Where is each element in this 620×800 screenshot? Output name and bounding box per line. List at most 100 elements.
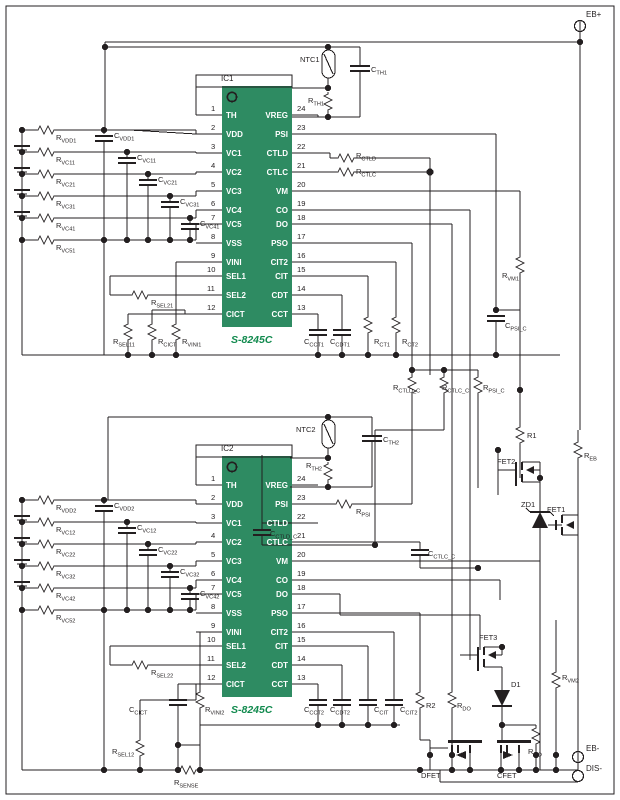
label-r-vini1: RVINI1 [182, 337, 202, 349]
ic2-pin-cdt: CDT [271, 661, 288, 670]
label-fet1: FET1 [547, 505, 566, 514]
ic1-pinnum-19: 19 [297, 199, 306, 208]
label-c-vdd2: CVDD2 [114, 501, 135, 513]
ic1-pin-psi: PSI [275, 130, 288, 139]
ic1-pinnum-18: 18 [297, 213, 306, 222]
label-c-vc42: CVC42 [200, 589, 220, 601]
ic1-pin-cict: CICT [226, 310, 245, 319]
ic2-pin-th: TH [226, 481, 237, 490]
ic2-pin-vc2: VC2 [226, 538, 242, 547]
label-c-vc22: CVC22 [158, 545, 178, 557]
ic2-pinnum-2: 2 [211, 493, 216, 502]
ic2-pinnum-22: 22 [297, 512, 306, 521]
label-c-cdt1: CCDT1 [330, 337, 351, 349]
ic1-pinnum-13: 13 [297, 303, 306, 312]
ic1-pinnum-16: 16 [297, 251, 306, 260]
ic1-pin-vss: VSS [226, 239, 243, 248]
ic1-pin-vc3: VC3 [226, 187, 242, 196]
label-r-ct1: RCT1 [374, 337, 390, 349]
label-r-sense: RSENSE [174, 778, 199, 790]
label-c-cct2: CCCT2 [304, 705, 325, 717]
ic2-pinnum-1: 1 [211, 474, 216, 483]
label-r-sel12: RSEL12 [112, 747, 135, 759]
label-c-ctld-c: CCTLD_C [270, 529, 298, 541]
ic1-pin-ctlc: CTLC [266, 168, 288, 177]
label-c-vc31: CVC31 [180, 197, 200, 209]
ic2-pinnum-3: 3 [211, 512, 216, 521]
ic1-pinnum-9: 9 [211, 251, 216, 260]
label-r-ctld: RCTLD [356, 151, 377, 163]
ic2-pinnum-11: 11 [207, 654, 215, 663]
ic1-pinnum-2: 2 [211, 123, 216, 132]
label-c-vc32: CVC32 [180, 567, 200, 579]
label-r-sel11: RSEL11 [113, 337, 135, 349]
label-r1: R1 [527, 431, 537, 440]
ic1-pin-cdt: CDT [271, 291, 288, 300]
ic1-pinnum-24: 24 [297, 104, 306, 113]
ic1-pinnum-22: 22 [297, 142, 306, 151]
ic1-pin-sel1: SEL1 [226, 272, 247, 281]
label-r-psi-c: RPSI_C [483, 383, 505, 395]
label-c-cict: CCICT [129, 705, 148, 717]
ic2-pin-vc4: VC4 [226, 576, 242, 585]
ntc1-label: NTC1 [300, 55, 320, 64]
ic2-pin-ctld: CTLD [266, 519, 288, 528]
ic2-pinnum-12: 12 [207, 673, 216, 682]
label-c-cct1: CCCT1 [304, 337, 325, 349]
label-r-vc12: RVC12 [56, 525, 76, 537]
label-r-eb: REB [584, 451, 597, 463]
label-r-vdd2: RVDD2 [56, 503, 77, 515]
ic1-pinnum-12: 12 [207, 303, 216, 312]
ic2-pinnum-13: 13 [297, 673, 306, 682]
ic1-pin-do: DO [276, 220, 288, 229]
label-dfet: DFET [421, 771, 441, 780]
ic2-pinnum-8: 8 [211, 602, 216, 611]
label-r-sel21: RSEL21 [151, 298, 174, 310]
label-r-ct2: RCT2 [402, 337, 418, 349]
ic2-pinnum-14: 14 [297, 654, 306, 663]
ic1-pinnum-8: 8 [211, 232, 216, 241]
ic2-ref-label: IC2 [221, 444, 234, 453]
ic2-pinnum-21: 21 [297, 531, 306, 540]
ic1-pinnum-5: 5 [211, 180, 216, 189]
ic1-pinnum-11: 11 [207, 284, 215, 293]
label-r-co: RCO [528, 747, 542, 759]
ic1-pinnum-20: 20 [297, 180, 306, 189]
ic1-pin-sel2: SEL2 [226, 291, 247, 300]
label-r-th2: RTH2 [306, 461, 322, 473]
ic2-pinnum-5: 5 [211, 550, 216, 559]
ic1-pinnum-21: 21 [297, 161, 306, 170]
label-c-cdt2: CCDT2 [330, 705, 351, 717]
label-r-vdd1: RVDD1 [56, 133, 77, 145]
label-r-vc51: RVC51 [56, 243, 76, 255]
ic1-pinnum-10: 10 [207, 265, 216, 274]
label-cfet: CFET [497, 771, 517, 780]
ic2-pin-cit2: CIT2 [270, 628, 288, 637]
ic2-pin-vdd: VDD [226, 500, 243, 509]
ic2-pin-vc3: VC3 [226, 557, 242, 566]
ic2-pin-co: CO [276, 576, 288, 585]
label-fet2: FET2 [497, 457, 516, 466]
label-c-vc21: CVC21 [158, 175, 178, 187]
ic1-ref-label: IC1 [221, 74, 234, 83]
label-r-vc32: RVC32 [56, 569, 76, 581]
ic1-pinnum-6: 6 [211, 199, 216, 208]
label-r-cit2: CCIT2 [400, 705, 418, 717]
label-r2: R2 [426, 701, 436, 710]
label-c-th2: CTH2 [383, 435, 399, 447]
label-c-th1: CTH1 [371, 65, 387, 77]
ic1-pinnum-23: 23 [297, 123, 306, 132]
ic2-pinnum-20: 20 [297, 550, 306, 559]
ic1-pin-vc2: VC2 [226, 168, 242, 177]
ic2-pinnum-4: 4 [211, 531, 216, 540]
ic1-part-label: S-8245C [231, 334, 273, 346]
ic1-pin-ctld: CTLD [266, 149, 288, 158]
ic2-pin-cct: CCT [271, 680, 288, 689]
label-r-vm2: RVM2 [562, 673, 579, 685]
ic1-pin-vc1: VC1 [226, 149, 242, 158]
ic2-pin-do: DO [276, 590, 288, 599]
ic2-pin-cict: CICT [226, 680, 245, 689]
ic2-pinnum-24: 24 [297, 474, 306, 483]
label-fet3: FET3 [479, 633, 498, 642]
